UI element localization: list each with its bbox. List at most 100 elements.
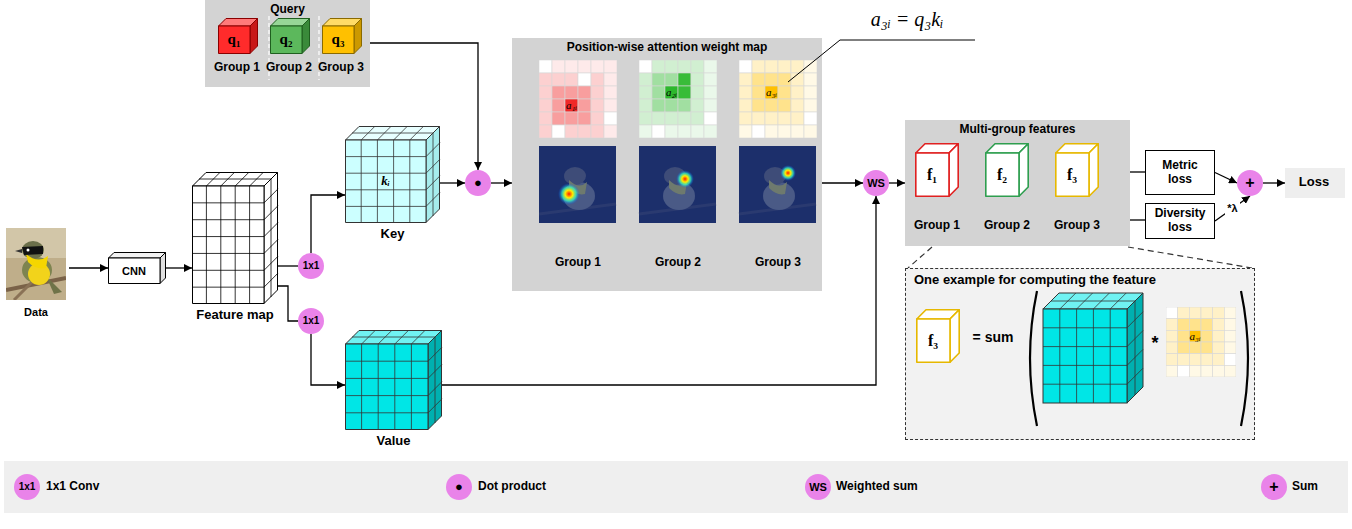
tensor-symbol: f₁	[927, 166, 937, 184]
heat-cell	[1189, 319, 1201, 331]
attention-blob	[780, 165, 796, 181]
attention-map: a₃ᵢ	[739, 60, 817, 138]
group-label: Group 3	[1054, 219, 1100, 233]
heat-cell	[765, 125, 778, 138]
photo-ground	[539, 146, 616, 223]
heat-cell	[591, 86, 604, 99]
value-cube	[1043, 293, 1143, 403]
heat-cell	[678, 60, 691, 73]
heat-cell	[578, 86, 591, 99]
weight-symbol-slot: a₃ᵢ	[1181, 328, 1209, 344]
bird-throat	[26, 254, 48, 268]
heat-cell	[591, 73, 604, 86]
zoom-line	[908, 247, 932, 268]
feature-map: Feature map	[192, 172, 278, 323]
heat-cell	[565, 112, 578, 125]
weight-symbol: a₂ᵢ	[666, 86, 677, 99]
panel-title: Multi-group features	[960, 123, 1076, 137]
connector	[491, 182, 512, 183]
heat-cell	[1178, 330, 1190, 342]
heat-cell	[639, 125, 652, 138]
heat-cell	[539, 73, 552, 86]
connector	[822, 182, 863, 183]
heat-cell	[1166, 330, 1178, 342]
heatmap-grid	[1166, 307, 1236, 377]
heat-cell	[652, 86, 665, 99]
heat-cell	[604, 60, 617, 73]
heat-cell	[578, 99, 591, 112]
bird-throat	[769, 180, 787, 194]
attention-blob	[558, 183, 580, 205]
query-vector: q₂	[270, 18, 310, 54]
heat-cell	[752, 125, 765, 138]
attention-map: a₂ᵢ	[639, 60, 717, 138]
heat-cell	[1201, 319, 1213, 331]
panel-title-slot: One example for computing the feature	[914, 273, 1248, 288]
cube-side	[949, 144, 958, 196]
cube-front	[916, 153, 949, 196]
heat-cell	[552, 73, 565, 86]
cube-front	[1043, 309, 1127, 403]
heat-cell	[678, 99, 691, 112]
tensor-symbol-slot: q₁	[218, 26, 250, 54]
heat-cell	[1213, 319, 1225, 331]
cube-front	[109, 258, 161, 284]
box-text: Metric loss	[1149, 159, 1211, 187]
bird-eye	[27, 249, 30, 252]
bracket	[1030, 291, 1037, 426]
heat-cell	[1224, 342, 1236, 354]
heat-cell	[1213, 342, 1225, 354]
heat-cell	[704, 112, 717, 125]
heat-cell	[1201, 342, 1213, 354]
tensor-symbol: CNN	[122, 265, 146, 278]
group-label: Group 3	[755, 256, 801, 270]
weight-symbol: a₁ᵢ	[566, 99, 577, 112]
cube-front	[271, 26, 303, 54]
group-label: Group 3	[318, 61, 364, 75]
heat-cell	[652, 60, 665, 73]
image-caption: Data	[24, 306, 48, 319]
operator-fill	[465, 170, 491, 196]
heat-cell	[791, 125, 804, 138]
heat-cell	[704, 99, 717, 112]
heat-cell	[652, 99, 665, 112]
heat-cell	[704, 73, 717, 86]
key-tensor: kᵢKey	[345, 126, 440, 242]
heat-cell	[1201, 330, 1213, 342]
cube-front	[323, 26, 355, 54]
heat-cell	[791, 99, 804, 112]
legend-text-slot: Sum	[1292, 477, 1352, 497]
heat-cell	[665, 73, 678, 86]
loss-output: Loss	[1285, 168, 1345, 198]
conv-op: 1x1	[298, 308, 324, 334]
attention-map: a₃ᵢ	[1166, 307, 1236, 377]
cube-side	[160, 253, 166, 284]
query-vector: q₃	[322, 18, 362, 54]
heat-cell	[565, 86, 578, 99]
connector	[166, 267, 192, 268]
cube-side	[354, 19, 362, 54]
tensor-name-slot: Value	[345, 434, 442, 449]
feature-vector: f₃	[1055, 143, 1099, 197]
legend-text: 1x1 Conv	[46, 480, 99, 494]
panel-title: One example for computing the feature	[914, 273, 1156, 288]
heat-cell	[1224, 365, 1236, 377]
heat-cell	[565, 125, 578, 138]
operator-text-slot: *	[1035, 329, 1275, 357]
box-text-slot: Loss	[1288, 168, 1340, 196]
heat-cell	[765, 86, 778, 99]
heat-cell	[778, 99, 791, 112]
heat-cell	[739, 112, 752, 125]
heat-cell	[1178, 307, 1190, 319]
heat-cell	[552, 125, 565, 138]
heat-cell	[752, 60, 765, 73]
heat-cell	[765, 73, 778, 86]
panel-title-slot: Position-wise attention weight map	[512, 41, 822, 55]
heat-cell	[1224, 354, 1236, 366]
heat-cell	[765, 112, 778, 125]
heat-cell	[691, 99, 704, 112]
heat-cell	[591, 60, 604, 73]
heat-cell	[1178, 354, 1190, 366]
legend-icon-text: 1x1	[19, 481, 36, 493]
